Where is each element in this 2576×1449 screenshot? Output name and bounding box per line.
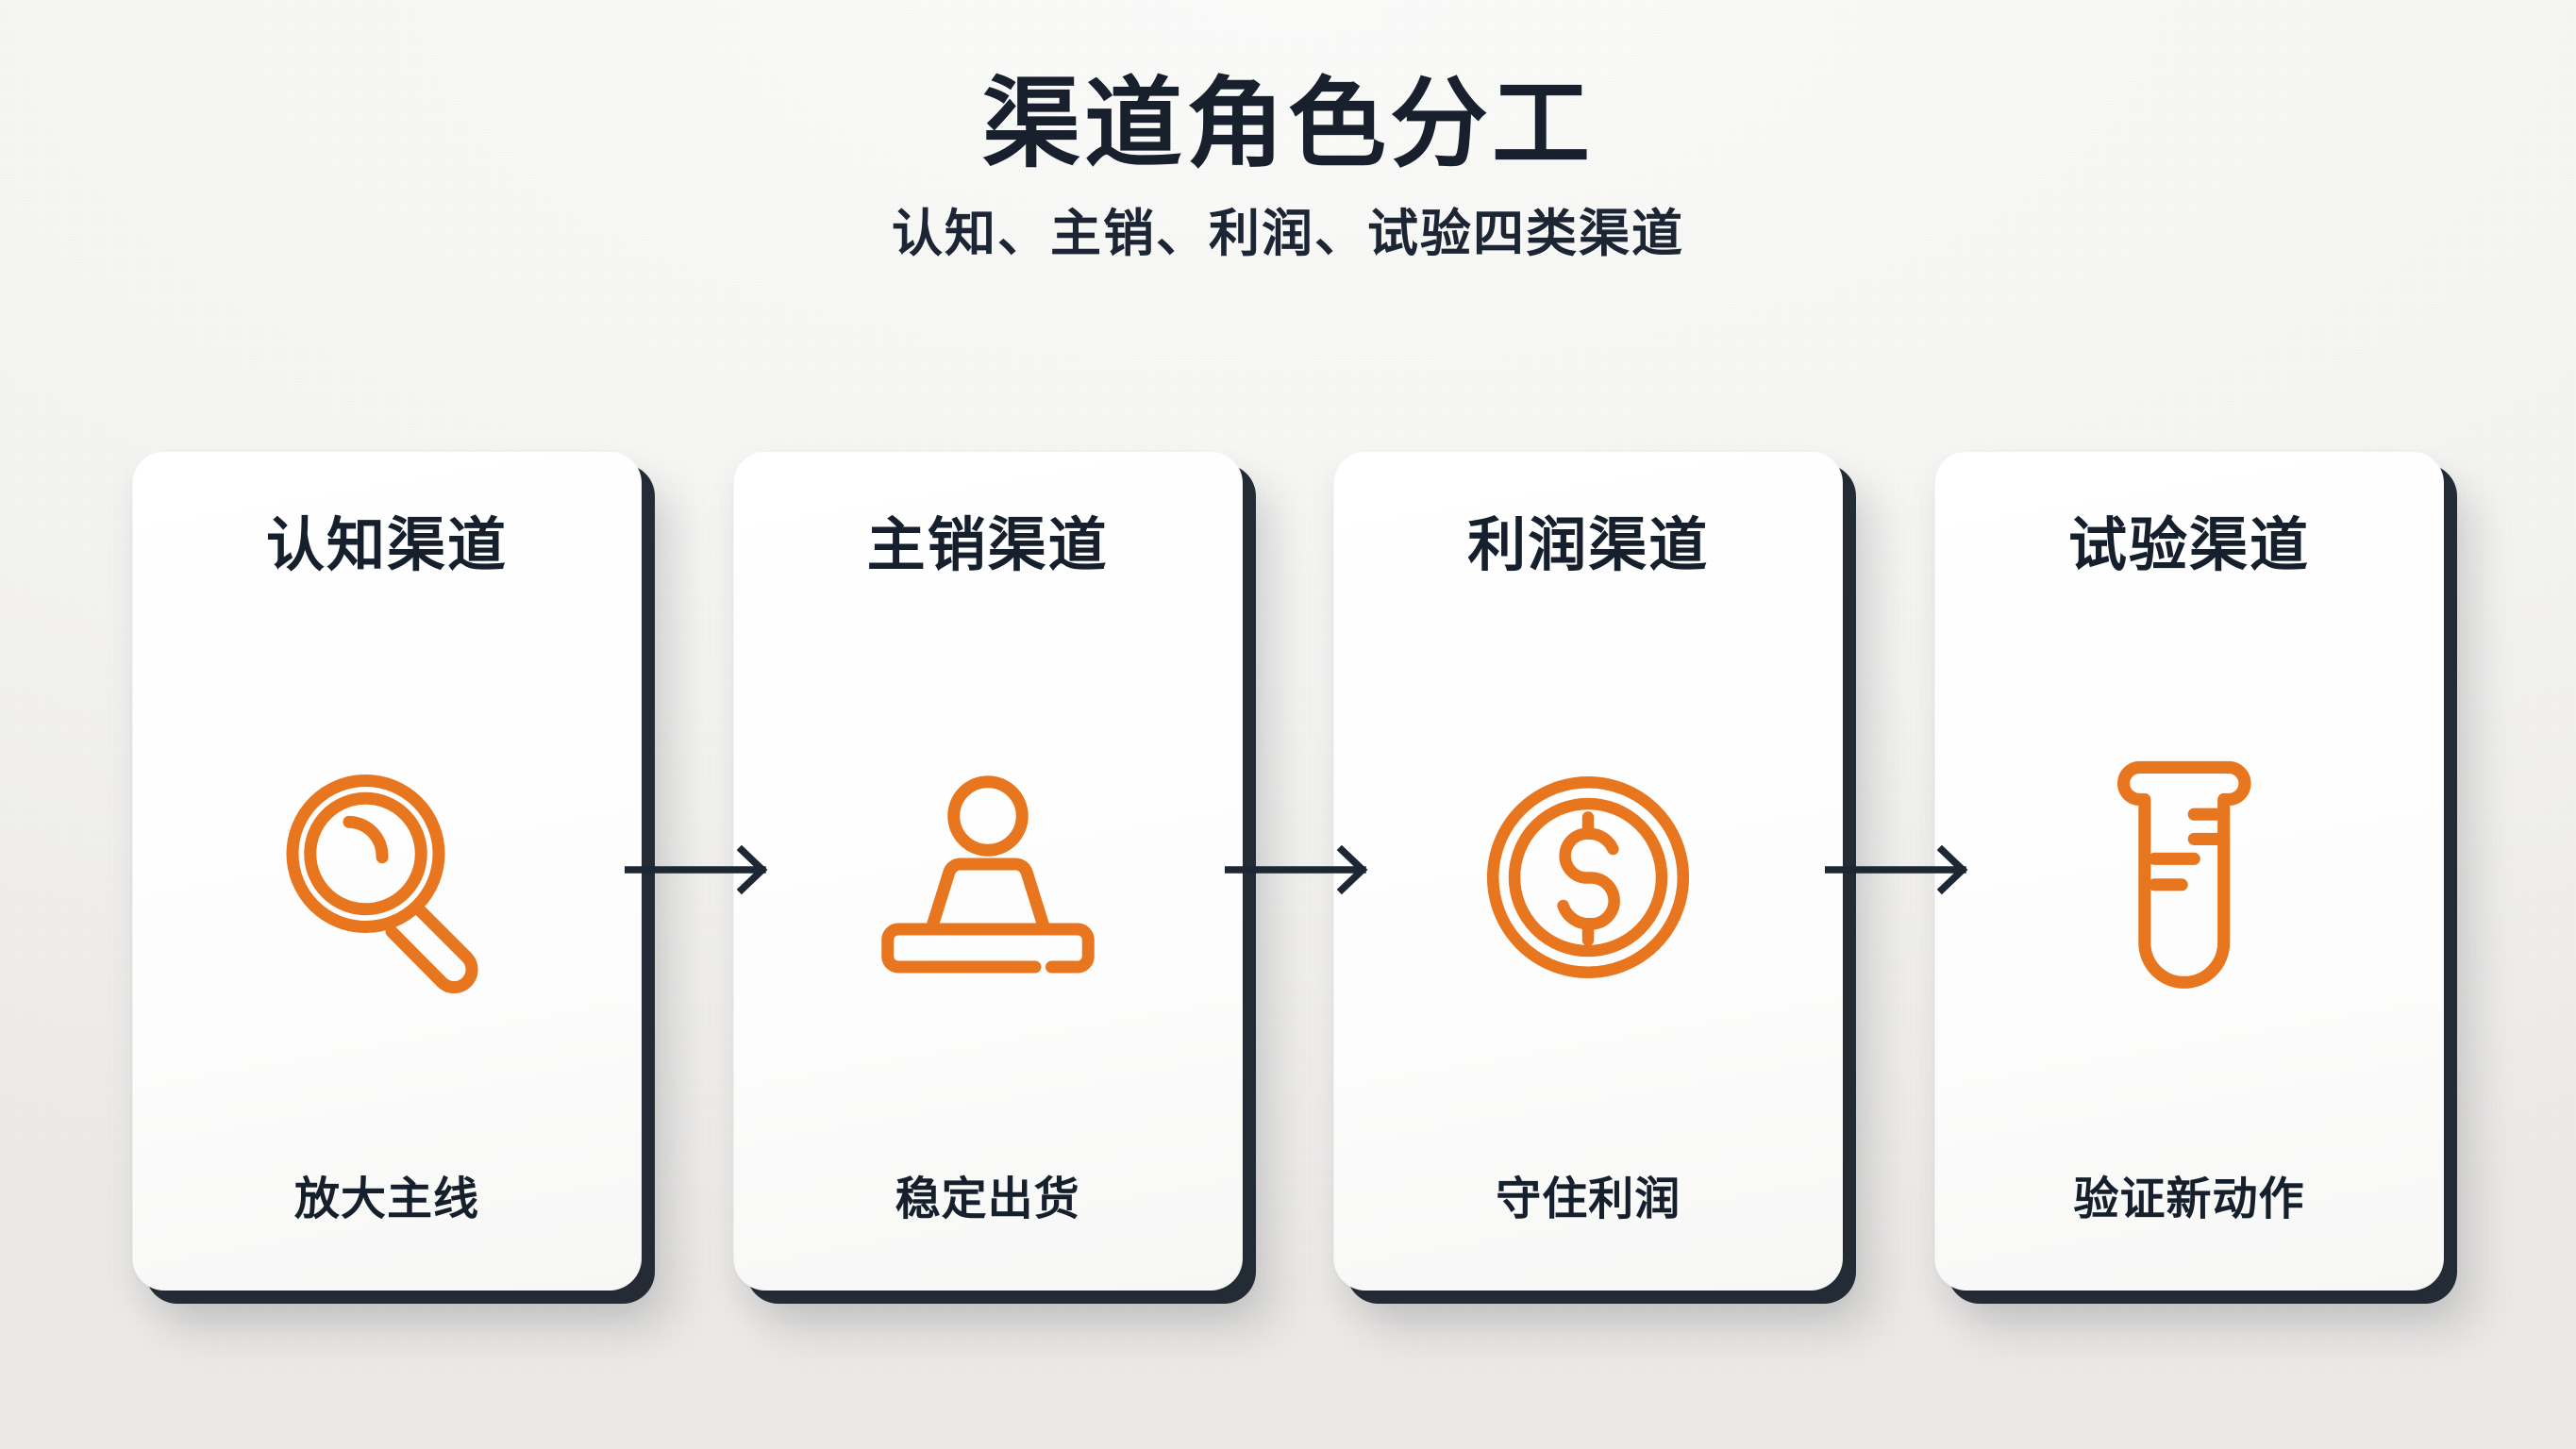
card-caption: 稳定出货 — [895, 1174, 1080, 1225]
card-slot-1: 认知渠道 放大主线 — [132, 451, 655, 1304]
card-slot-2: 主销渠道 稳定出货 — [732, 451, 1256, 1304]
channel-card-awareness[interactable]: 认知渠道 放大主线 — [132, 451, 642, 1291]
card-slot-4: 试验渠道 验证新动作 — [1933, 451, 2457, 1304]
card-caption: 验证新动作 — [2073, 1174, 2305, 1225]
page-title: 渠道角色分工 — [981, 70, 1594, 179]
channel-card-main-sales[interactable]: 主销渠道 稳定出货 — [732, 451, 1243, 1291]
card-title: 认知渠道 — [265, 513, 508, 578]
dollar-coin-icon — [1361, 578, 1815, 1175]
channel-card-profit[interactable]: 利润渠道 守住利润 — [1333, 451, 1844, 1291]
header: 渠道角色分工 认知、主销、利润、试验四类渠道 — [0, 70, 2576, 265]
card-caption: 放大主线 — [293, 1174, 479, 1225]
test-tube-icon — [1962, 578, 2417, 1175]
card-title: 主销渠道 — [866, 513, 1109, 578]
card-caption: 守住利润 — [1496, 1174, 1681, 1225]
card-title: 试验渠道 — [2067, 513, 2310, 578]
card-title: 利润渠道 — [1467, 513, 1710, 578]
magnifier-icon — [159, 578, 614, 1175]
person-icon — [761, 578, 1215, 1175]
channel-card-row: 认知渠道 放大主线 主销渠道 — [132, 451, 2457, 1309]
channel-card-experiment[interactable]: 试验渠道 验证新动作 — [1933, 451, 2444, 1291]
card-slot-3: 利润渠道 守住利润 — [1333, 451, 1857, 1304]
page-subtitle: 认知、主销、利润、试验四类渠道 — [892, 206, 1684, 263]
